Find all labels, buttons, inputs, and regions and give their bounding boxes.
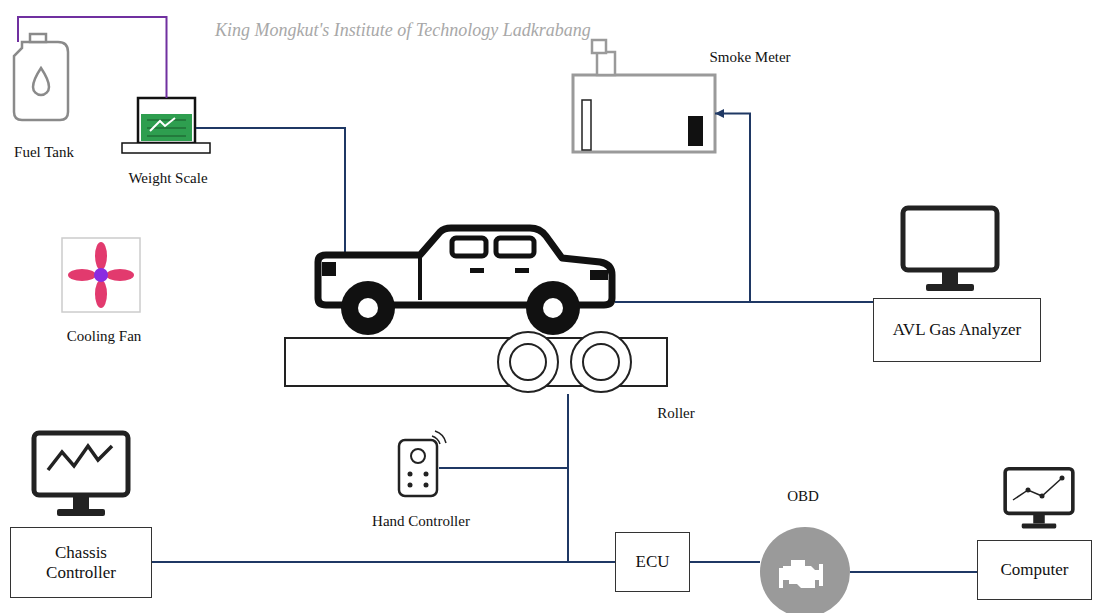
computer-monitor-icon (1005, 469, 1073, 529)
smoke-meter-icon (688, 116, 703, 146)
fuel-line-to-vehicle (196, 128, 345, 252)
box-label: Computer (1001, 560, 1069, 580)
cooling-fan-icon (95, 242, 107, 270)
chassis-monitor-icon (34, 433, 128, 516)
hand-controller-icon (408, 472, 413, 477)
chassis-monitor-icon (48, 446, 112, 470)
obd-icon (760, 527, 850, 613)
part-label: Smoke Meter (709, 49, 790, 66)
process-box: Chassis Controller (10, 527, 152, 598)
hand-controller-icon (399, 431, 446, 496)
computer-monitor-icon (1060, 476, 1065, 481)
hand-controller-icon (424, 483, 429, 488)
test-vehicle (590, 270, 608, 280)
process-box: Computer (977, 540, 1092, 600)
test-vehicle (515, 268, 529, 273)
weight-scale-icon (122, 143, 210, 153)
smoke-meter: Smoke Meter (573, 75, 715, 152)
weight-scale-icon (138, 98, 195, 143)
box-label: Chassis Controller (31, 543, 131, 582)
cooling-fan-icon (62, 238, 140, 312)
obd-icon (779, 560, 823, 588)
hand-controller-icon (408, 483, 413, 488)
test-vehicle (526, 281, 580, 335)
fuel-tank-icon (14, 34, 68, 120)
weight-scale: Weight Scale (138, 98, 195, 143)
hand-controller-icon (432, 431, 446, 444)
dyno-platform (285, 338, 667, 386)
fuel-tank: Fuel Tank (14, 42, 70, 120)
part-label: Fuel Tank (14, 144, 74, 161)
roller: Roller (490, 332, 640, 394)
part-label: OBD (787, 488, 819, 505)
part-label: Weight Scale (128, 170, 207, 187)
hand-controller-icon (424, 472, 429, 477)
fuel-tank-icon (30, 34, 46, 42)
chassis-monitor-icon (34, 433, 128, 516)
obd-port: OBD (760, 527, 850, 613)
cooling-fan-icon (68, 269, 96, 281)
test-vehicle (358, 298, 378, 318)
computer-monitor-icon (1013, 478, 1062, 500)
test-vehicle (543, 298, 563, 318)
weight-scale-icon (122, 98, 210, 153)
analyzer-monitor-icon (903, 208, 997, 291)
test-vehicle (341, 281, 395, 335)
computer-monitor-icon (1026, 488, 1031, 493)
watermark: King Mongkut's Institute of Technology L… (215, 20, 591, 41)
computer-monitor-icon (1040, 494, 1045, 499)
connector-line (850, 571, 977, 573)
weight-scale-icon (150, 118, 175, 131)
smoke-meter-icon (573, 40, 715, 152)
cooling-fan-icon (62, 238, 140, 312)
smoke-meter-icon (597, 52, 615, 75)
hand-controller-icon (399, 440, 437, 496)
roller-icon (510, 344, 546, 380)
obd-icon (760, 527, 850, 613)
connector-line (715, 114, 873, 303)
computer-monitor-icon (1005, 469, 1073, 529)
box-label: AVL Gas Analyzer (893, 320, 1021, 340)
test-vehicle (496, 238, 534, 256)
connector-line (18, 17, 167, 98)
connector-line (152, 394, 568, 562)
roller-icon (583, 344, 619, 380)
roller-icon (571, 332, 631, 392)
exhaust-line (615, 302, 750, 303)
cooling-fan-icon (95, 280, 107, 308)
exhaust-line (615, 301, 750, 303)
connector-line (152, 468, 568, 562)
smoke-meter-icon (582, 100, 591, 150)
part-label: Cooling Fan (67, 328, 142, 345)
test-vehicle (322, 262, 336, 276)
cooling-fan-icon (106, 269, 134, 281)
connector-line (690, 561, 760, 563)
fuel-line-to-vehicle (196, 128, 345, 252)
connector-line (568, 394, 615, 562)
weight-scale-icon (141, 114, 192, 141)
hand-controller: Hand Controller (397, 438, 439, 498)
smoke-meter-icon (573, 75, 715, 152)
hand-controller-icon (411, 449, 425, 463)
roller-icon (498, 332, 631, 392)
dyno-platform (285, 338, 667, 386)
cooling-fan-icon (94, 268, 108, 282)
smoke-meter-icon (592, 40, 606, 53)
test-vehicle (318, 228, 612, 335)
test-vehicle (470, 268, 484, 273)
part-label: Hand Controller (372, 513, 470, 530)
fuel-tank-icon (14, 42, 68, 120)
test-vehicle (452, 238, 486, 256)
test-vehicle (418, 257, 422, 300)
process-box: ECU (615, 532, 690, 592)
fuel-tank-icon (33, 68, 49, 95)
cooling-fan: Cooling Fan (62, 238, 140, 312)
process-box: AVL Gas Analyzer (873, 298, 1041, 362)
roller-icon (498, 332, 558, 392)
box-label: ECU (636, 552, 670, 572)
analyzer-monitor-icon (903, 208, 997, 291)
part-label: Roller (657, 405, 695, 422)
